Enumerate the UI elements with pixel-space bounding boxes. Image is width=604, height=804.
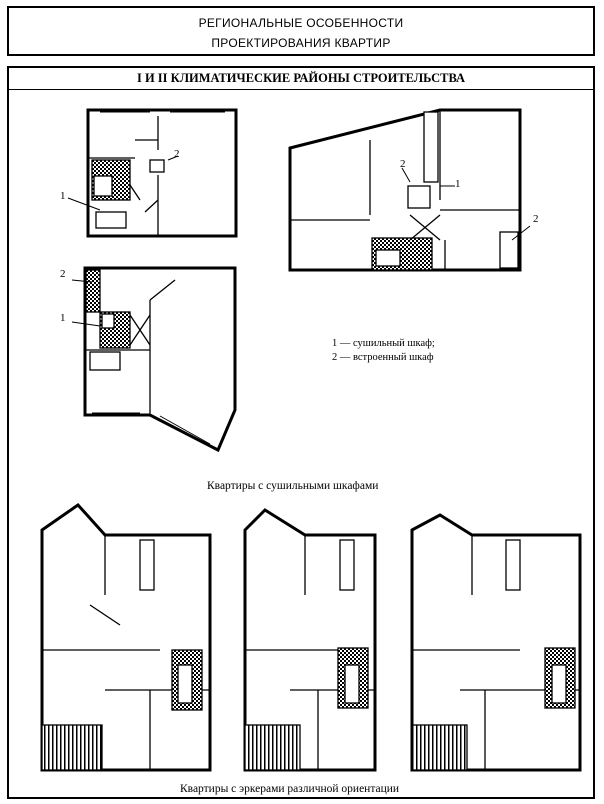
label-leader-2b (511, 225, 531, 241)
plan-bay-2 (243, 508, 377, 772)
page-header: РЕГИОНАЛЬНЫЕ ОСОБЕННОСТИ ПРОЕКТИРОВАНИЯ … (7, 6, 595, 56)
label-leader-1a (67, 197, 101, 211)
plan-bay-1 (40, 503, 212, 772)
label-leader-2a (167, 155, 179, 161)
callout-2b: 2 (533, 213, 539, 225)
legend-item-2: 2 — встроенный шкаф (332, 352, 434, 363)
callout-2a: 2 (174, 148, 180, 160)
callout-2d: 2 (60, 268, 66, 280)
header-line-1: РЕГИОНАЛЬНЫЕ ОСОБЕННОСТИ (198, 16, 404, 30)
plan-angled-apartment (83, 266, 237, 453)
plan-large-apartment (288, 108, 522, 272)
caption-drying-cabinets: Квартиры с сушильными шкафами (207, 480, 379, 492)
legend-item-1: 1 — сушильный шкаф; (332, 338, 435, 349)
callout-1b: 1 (455, 178, 461, 190)
label-leader-1c (71, 321, 101, 327)
content-panel (7, 66, 595, 799)
callout-1a: 1 (60, 190, 66, 202)
section-title: I И II КЛИМАТИЧЕСКИЕ РАЙОНЫ СТРОИТЕЛЬСТВ… (136, 71, 466, 85)
title-divider (9, 89, 593, 90)
plan-small-apartment (86, 108, 238, 238)
callout-1c: 1 (60, 312, 66, 324)
plan-bay-3 (410, 513, 582, 772)
label-leader-2c (401, 167, 411, 183)
callout-2c: 2 (400, 158, 406, 170)
label-leader-2d (71, 279, 93, 283)
caption-bay-windows: Квартиры с эркерами различной ориентации (180, 783, 400, 795)
header-line-2: ПРОЕКТИРОВАНИЯ КВАРТИР (211, 36, 391, 50)
